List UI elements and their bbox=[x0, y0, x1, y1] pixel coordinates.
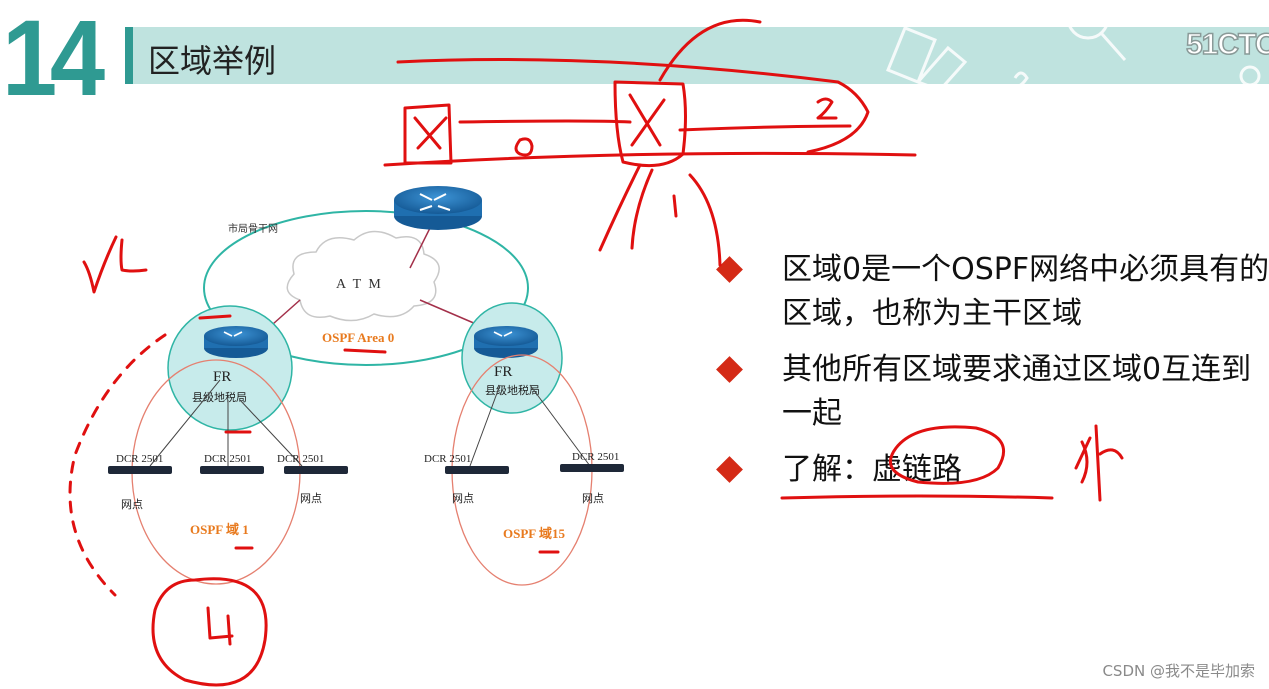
watermark: CSDN @我不是毕加索 bbox=[1102, 660, 1255, 681]
